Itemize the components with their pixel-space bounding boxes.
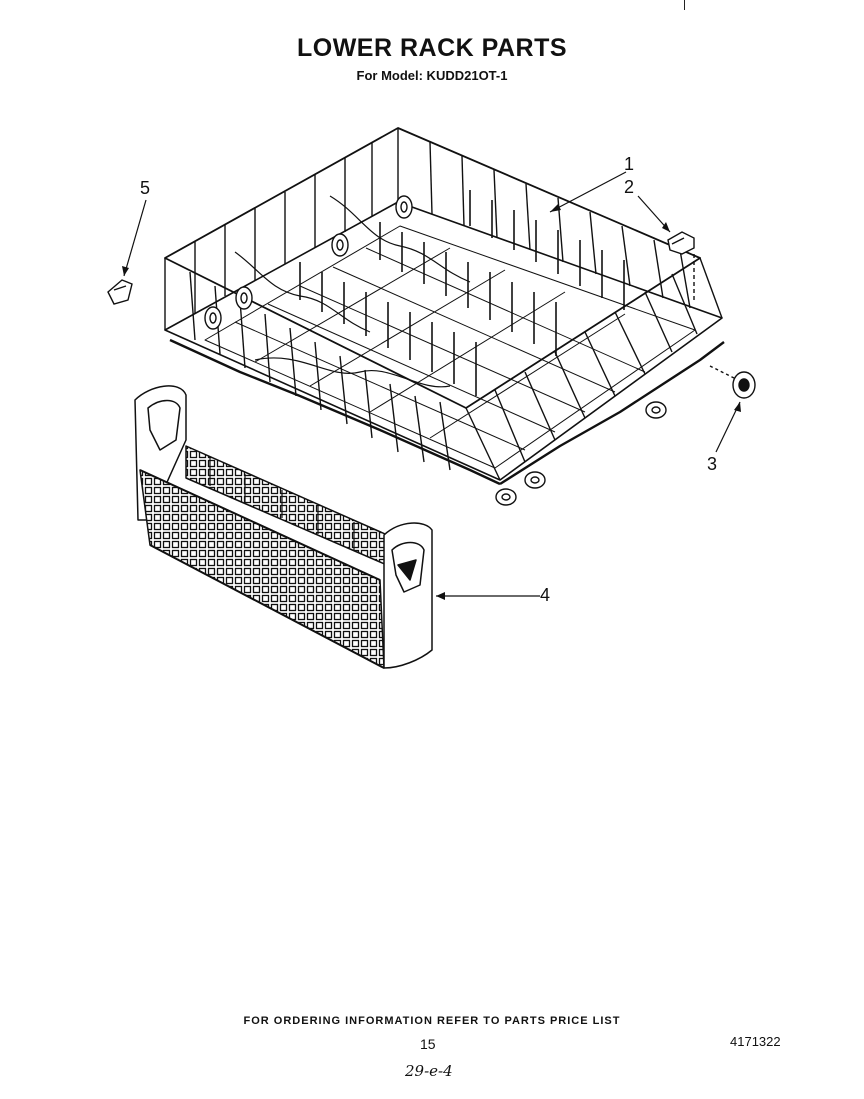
rack-wheel (395, 195, 413, 219)
rack-wheel (645, 401, 667, 419)
page-title: LOWER RACK PARTS (296, 34, 568, 62)
callout-2-label: 2 (624, 177, 634, 197)
page-number: 15 (420, 1036, 436, 1052)
callout-4-label: 4 (540, 585, 550, 605)
lower-rack (164, 127, 725, 506)
rack-wheel (495, 488, 517, 506)
model-subtitle: For Model: KUDD21OT-1 (356, 68, 508, 83)
handwritten-note: 29-e-4 (405, 1062, 453, 1080)
ordering-info-note: FOR ORDERING INFORMATION REFER TO PARTS … (243, 1015, 621, 1027)
callout-1-label: 1 (624, 154, 634, 174)
rack-wheel-part (709, 365, 756, 399)
lower-rack-exploded-diagram: 1 2 3 4 5 (107, 127, 756, 669)
silverware-basket (134, 385, 433, 669)
document-number: 4171322 (730, 1034, 781, 1049)
callout-3-label: 3 (707, 454, 717, 474)
rack-wheel (235, 286, 253, 310)
rack-wheel (331, 233, 349, 257)
rack-stop-clip (107, 279, 133, 305)
rack-wheel (524, 471, 546, 489)
corner-mark (684, 0, 685, 10)
callout-5-label: 5 (140, 178, 150, 198)
rack-wheel (204, 306, 222, 330)
rack-clip (667, 231, 695, 300)
